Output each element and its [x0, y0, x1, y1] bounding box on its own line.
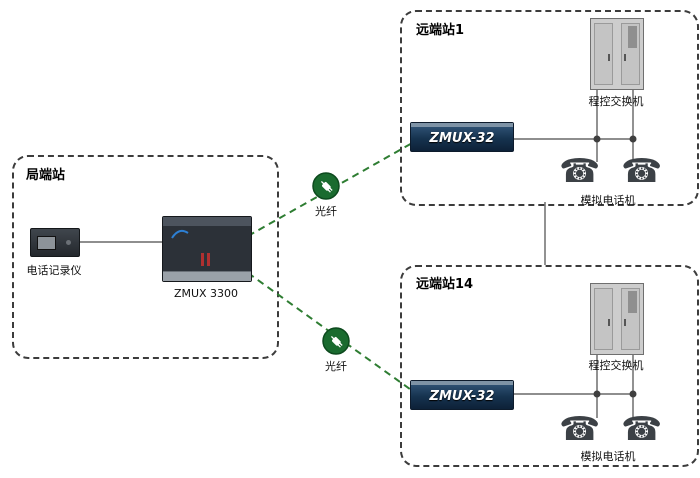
switch-cabinet-1 [590, 18, 644, 90]
zmux3300-bottom-panel [163, 271, 251, 281]
switch-label-14: 程控交换机 [588, 359, 644, 372]
remote-station-1-title: 远端站1 [416, 23, 465, 38]
zmux-32-device-1: ZMUX-32 [410, 122, 514, 152]
remote-station-14-title: 远端站14 [416, 277, 474, 292]
fiber-label-14: 光纤 [325, 360, 347, 373]
cabinet-handle [624, 54, 626, 61]
junction-dot [593, 135, 601, 143]
cabinet-door [621, 23, 640, 85]
recorder-screen [37, 236, 56, 250]
phone-icon: ☎ [621, 151, 663, 190]
zmux3300-top-panel [163, 217, 251, 226]
switch-cabinet-14 [590, 283, 644, 355]
central-station-box [12, 155, 279, 359]
cabinet-vent [628, 291, 637, 313]
phone-icon: ☎ [559, 151, 601, 190]
zmux3300-red-module [201, 253, 204, 266]
cabinet-handle [624, 319, 626, 326]
zmux32-top-edge [411, 381, 513, 385]
cabinet-door [594, 288, 613, 350]
zmux-3300-label: ZMUX 3300 [173, 287, 239, 300]
cabinet-door [621, 288, 640, 350]
cabinet-door [594, 23, 613, 85]
fiber-link-1 [247, 141, 415, 237]
junction-dot [629, 135, 637, 143]
remote-station-1-box [400, 10, 699, 206]
switch-label-1: 程控交换机 [588, 95, 644, 108]
phones-label-14: 模拟电话机 [580, 450, 636, 463]
phone-icon: ☎ [559, 409, 601, 448]
junction-dot [593, 390, 601, 398]
central-station-title: 局端站 [26, 168, 66, 183]
telephone-recorder-label: 电话记录仪 [26, 264, 82, 277]
junction-dot [629, 390, 637, 398]
telephone-recorder-device [30, 228, 80, 257]
zmux3300-logo-icon [171, 229, 189, 239]
zmux32-faceplate-text: ZMUX-32 [429, 131, 495, 146]
cabinet-vent [628, 26, 637, 48]
fiber-connector-icon [312, 172, 340, 200]
zmux-32-device-14: ZMUX-32 [410, 380, 514, 410]
remote-station-14-box [400, 265, 699, 467]
cabinet-handle [608, 54, 610, 61]
recorder-button [66, 240, 71, 245]
fiber-label-1: 光纤 [315, 205, 337, 218]
zmux32-faceplate-text: ZMUX-32 [429, 389, 495, 404]
phone-icon: ☎ [621, 409, 663, 448]
fiber-connector-icon [322, 327, 350, 355]
zmux32-top-edge [411, 123, 513, 127]
zmux-3300-device [162, 216, 252, 282]
cabinet-handle [608, 319, 610, 326]
phones-label-1: 模拟电话机 [580, 194, 636, 207]
zmux3300-red-module [207, 253, 210, 266]
